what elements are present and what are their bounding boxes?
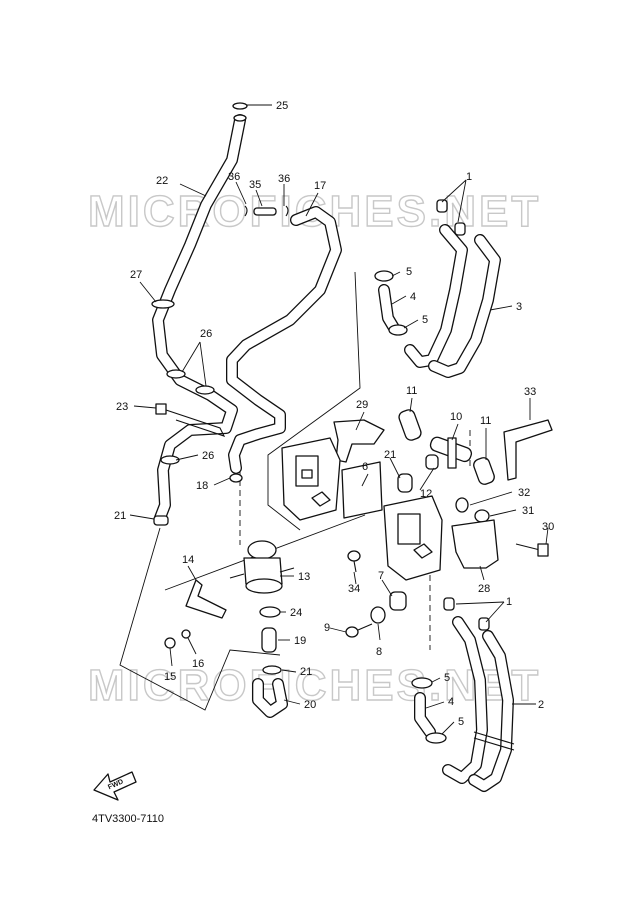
- bracket-29: [333, 419, 385, 463]
- callout-11a: 11: [406, 385, 417, 397]
- callout-1a: 1: [466, 171, 472, 183]
- callout-19: 19: [294, 635, 306, 647]
- leader-lines: [129, 104, 549, 735]
- cap-1-bottom-a: [443, 597, 455, 611]
- reed-valve-block-right: [383, 495, 443, 581]
- pipe-10: [429, 436, 473, 469]
- callout-30: 30: [542, 521, 554, 533]
- bolt-15: [164, 637, 176, 649]
- grommet-7: [389, 591, 407, 611]
- bracket-33: [503, 419, 553, 481]
- cap-1-top-b: [454, 222, 466, 236]
- clamp-27: [151, 299, 175, 309]
- watermark-bottom: MICROFICHES.NET: [88, 661, 541, 710]
- callout-1b: 1: [506, 596, 512, 608]
- bracket-14: [185, 579, 227, 619]
- air-cut-valve-13: [229, 540, 295, 594]
- collar-31: [474, 509, 490, 523]
- callout-4a: 4: [410, 291, 416, 303]
- clamps-26: [160, 369, 215, 465]
- bolt-9: [345, 623, 373, 638]
- callout-28: 28: [478, 583, 490, 595]
- callout-12: 12: [420, 488, 432, 500]
- damper-21: [397, 473, 413, 493]
- callout-35: 35: [249, 179, 261, 191]
- callout-20: 20: [304, 699, 316, 711]
- bolt-30: [515, 543, 549, 557]
- callout-2: 2: [538, 699, 544, 711]
- fwd-arrow: FWD: [93, 771, 137, 801]
- hose-4-top: [374, 270, 408, 336]
- hose-20: [252, 678, 288, 718]
- callout-4b: 4: [448, 696, 454, 708]
- washer-16: [181, 629, 191, 639]
- callout-14: 14: [182, 554, 194, 566]
- part-code: 4TV3300-7110: [92, 813, 164, 825]
- callout-29: 29: [356, 399, 368, 411]
- callout-33: 33: [524, 386, 536, 398]
- callout-34: 34: [348, 583, 360, 595]
- collar-8: [370, 606, 386, 624]
- callout-7: 7: [378, 570, 384, 582]
- callout-13: 13: [298, 571, 310, 583]
- callout-6: 6: [362, 461, 368, 473]
- callout-21b: 21: [384, 449, 396, 461]
- callout-26b: 26: [202, 450, 214, 462]
- callout-3: 3: [516, 301, 522, 313]
- callout-21c: 21: [300, 666, 312, 678]
- callout-5b: 5: [422, 314, 428, 326]
- reed-valve-block-left: [281, 437, 341, 521]
- clamp-24: [259, 606, 281, 618]
- callout-11b: 11: [480, 415, 491, 427]
- callout-36b: 36: [278, 173, 290, 185]
- callout-5c: 5: [444, 672, 450, 684]
- cap-11-left: [398, 409, 422, 441]
- clamp-21-bottom: [262, 665, 282, 675]
- clamp-18: [229, 473, 243, 483]
- callout-17: 17: [314, 180, 326, 192]
- callout-26a: 26: [200, 328, 212, 340]
- callout-10: 10: [450, 411, 462, 423]
- callout-22: 22: [156, 175, 168, 187]
- callout-24: 24: [290, 607, 302, 619]
- hose-17: [226, 206, 342, 474]
- hose-4-bottom: [411, 677, 447, 744]
- grommet-32: [455, 497, 469, 513]
- screw-34: [347, 550, 361, 573]
- joint-pipe-35: [244, 205, 289, 217]
- gasket-6: [341, 461, 383, 519]
- hose-19: [261, 627, 277, 653]
- pipe-3: [404, 224, 501, 378]
- callout-25: 25: [276, 100, 288, 112]
- callout-15: 15: [164, 671, 176, 683]
- callout-8: 8: [376, 646, 382, 658]
- callout-23: 23: [116, 401, 128, 413]
- pipe-2: [442, 616, 515, 792]
- cap-1-top-a: [436, 199, 448, 213]
- callout-27: 27: [130, 269, 142, 281]
- callout-5a: 5: [406, 266, 412, 278]
- bracket-28: [451, 519, 499, 569]
- cap-11-right: [473, 457, 495, 485]
- callout-31: 31: [522, 505, 534, 517]
- callout-16: 16: [192, 658, 204, 670]
- callout-9: 9: [324, 622, 330, 634]
- callout-32: 32: [518, 487, 530, 499]
- callout-5d: 5: [458, 716, 464, 728]
- callout-18: 18: [196, 480, 208, 492]
- callout-36a: 36: [228, 171, 240, 183]
- clamp-21-left: [153, 515, 169, 526]
- hose-23: [155, 403, 226, 437]
- callout-labels: 25 22 36 35 36 17 27 26 23 26 18 21 1 3 …: [114, 100, 554, 728]
- clamp-25: [232, 102, 248, 110]
- callout-21a: 21: [114, 510, 126, 522]
- hose-12: [425, 454, 439, 470]
